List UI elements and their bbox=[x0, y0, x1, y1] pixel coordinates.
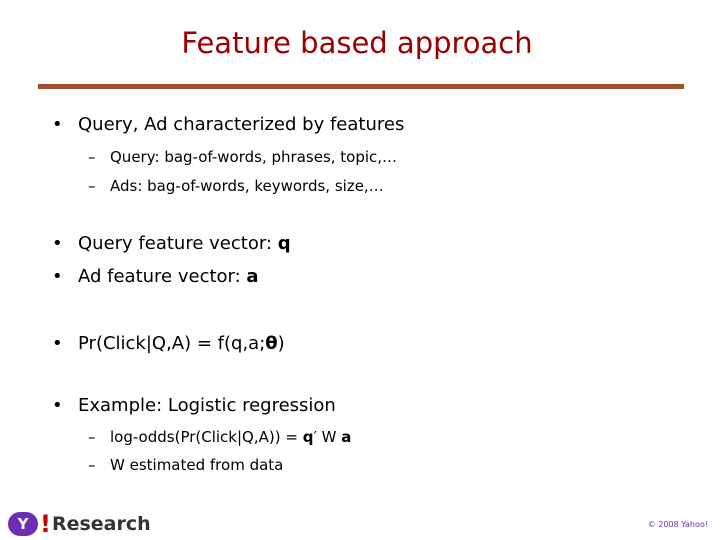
dash-marker: – bbox=[88, 177, 96, 195]
bullet-marker: • bbox=[52, 266, 63, 287]
bullet-marker: • bbox=[52, 233, 63, 254]
yahoo-y-badge: Y bbox=[8, 512, 38, 536]
bullet-text: Ad feature vector: bbox=[78, 266, 247, 287]
bullet-marker: • bbox=[52, 114, 63, 135]
bullet-features: • Query, Ad characterized by features bbox=[52, 114, 404, 135]
subbullet-ads: –Ads: bag-of-words, keywords, size,… bbox=[88, 177, 384, 195]
bullet-marker: • bbox=[52, 395, 63, 416]
formula-mid: ′ W bbox=[313, 428, 342, 446]
bullet-marker: • bbox=[52, 333, 63, 354]
dash-marker: – bbox=[88, 456, 96, 474]
logo-exclamation: ! bbox=[40, 510, 51, 538]
bullet-example: • Example: Logistic regression bbox=[52, 395, 336, 416]
bullet-text: Example: Logistic regression bbox=[78, 395, 336, 416]
subbullet-query: –Query: bag-of-words, phrases, topic,… bbox=[88, 148, 397, 166]
formula-text: log-odds(Pr(Click|Q,A)) = bbox=[110, 428, 303, 446]
subbullet-text: W estimated from data bbox=[110, 456, 284, 474]
yahoo-research-logo: Y ! Research bbox=[8, 511, 151, 537]
bullet-text: Query feature vector: bbox=[78, 233, 278, 254]
subbullet-log-odds: –log-odds(Pr(Click|Q,A)) = q′ W a bbox=[88, 428, 351, 446]
subbullet-w-estimated: –W estimated from data bbox=[88, 456, 283, 474]
bullet-probability: • Pr(Click|Q,A) = f(q,a;θ) bbox=[52, 333, 285, 354]
dash-marker: – bbox=[88, 428, 96, 446]
copyright-notice: © 2008 Yahoo! bbox=[647, 520, 708, 529]
logo-research-text: Research bbox=[51, 513, 151, 535]
dash-marker: – bbox=[88, 148, 96, 166]
bullet-ad-vector: • Ad feature vector: a bbox=[52, 266, 259, 287]
bullet-query-vector: • Query feature vector: q bbox=[52, 233, 291, 254]
title-divider bbox=[38, 84, 684, 89]
subbullet-text: Ads: bag-of-words, keywords, size,… bbox=[110, 177, 384, 195]
vector-q: q bbox=[277, 233, 291, 254]
vector-a: a bbox=[246, 266, 259, 287]
vector-a: a bbox=[341, 428, 352, 446]
vector-q: q bbox=[302, 428, 314, 446]
formula-text: Pr(Click|Q,A) = f(q,a; bbox=[78, 333, 266, 354]
theta-symbol: θ bbox=[265, 333, 278, 354]
bullet-text: Query, Ad characterized by features bbox=[78, 114, 405, 135]
formula-end: ) bbox=[277, 333, 285, 354]
slide-title: Feature based approach bbox=[181, 26, 533, 60]
subbullet-text: Query: bag-of-words, phrases, topic,… bbox=[110, 148, 398, 166]
